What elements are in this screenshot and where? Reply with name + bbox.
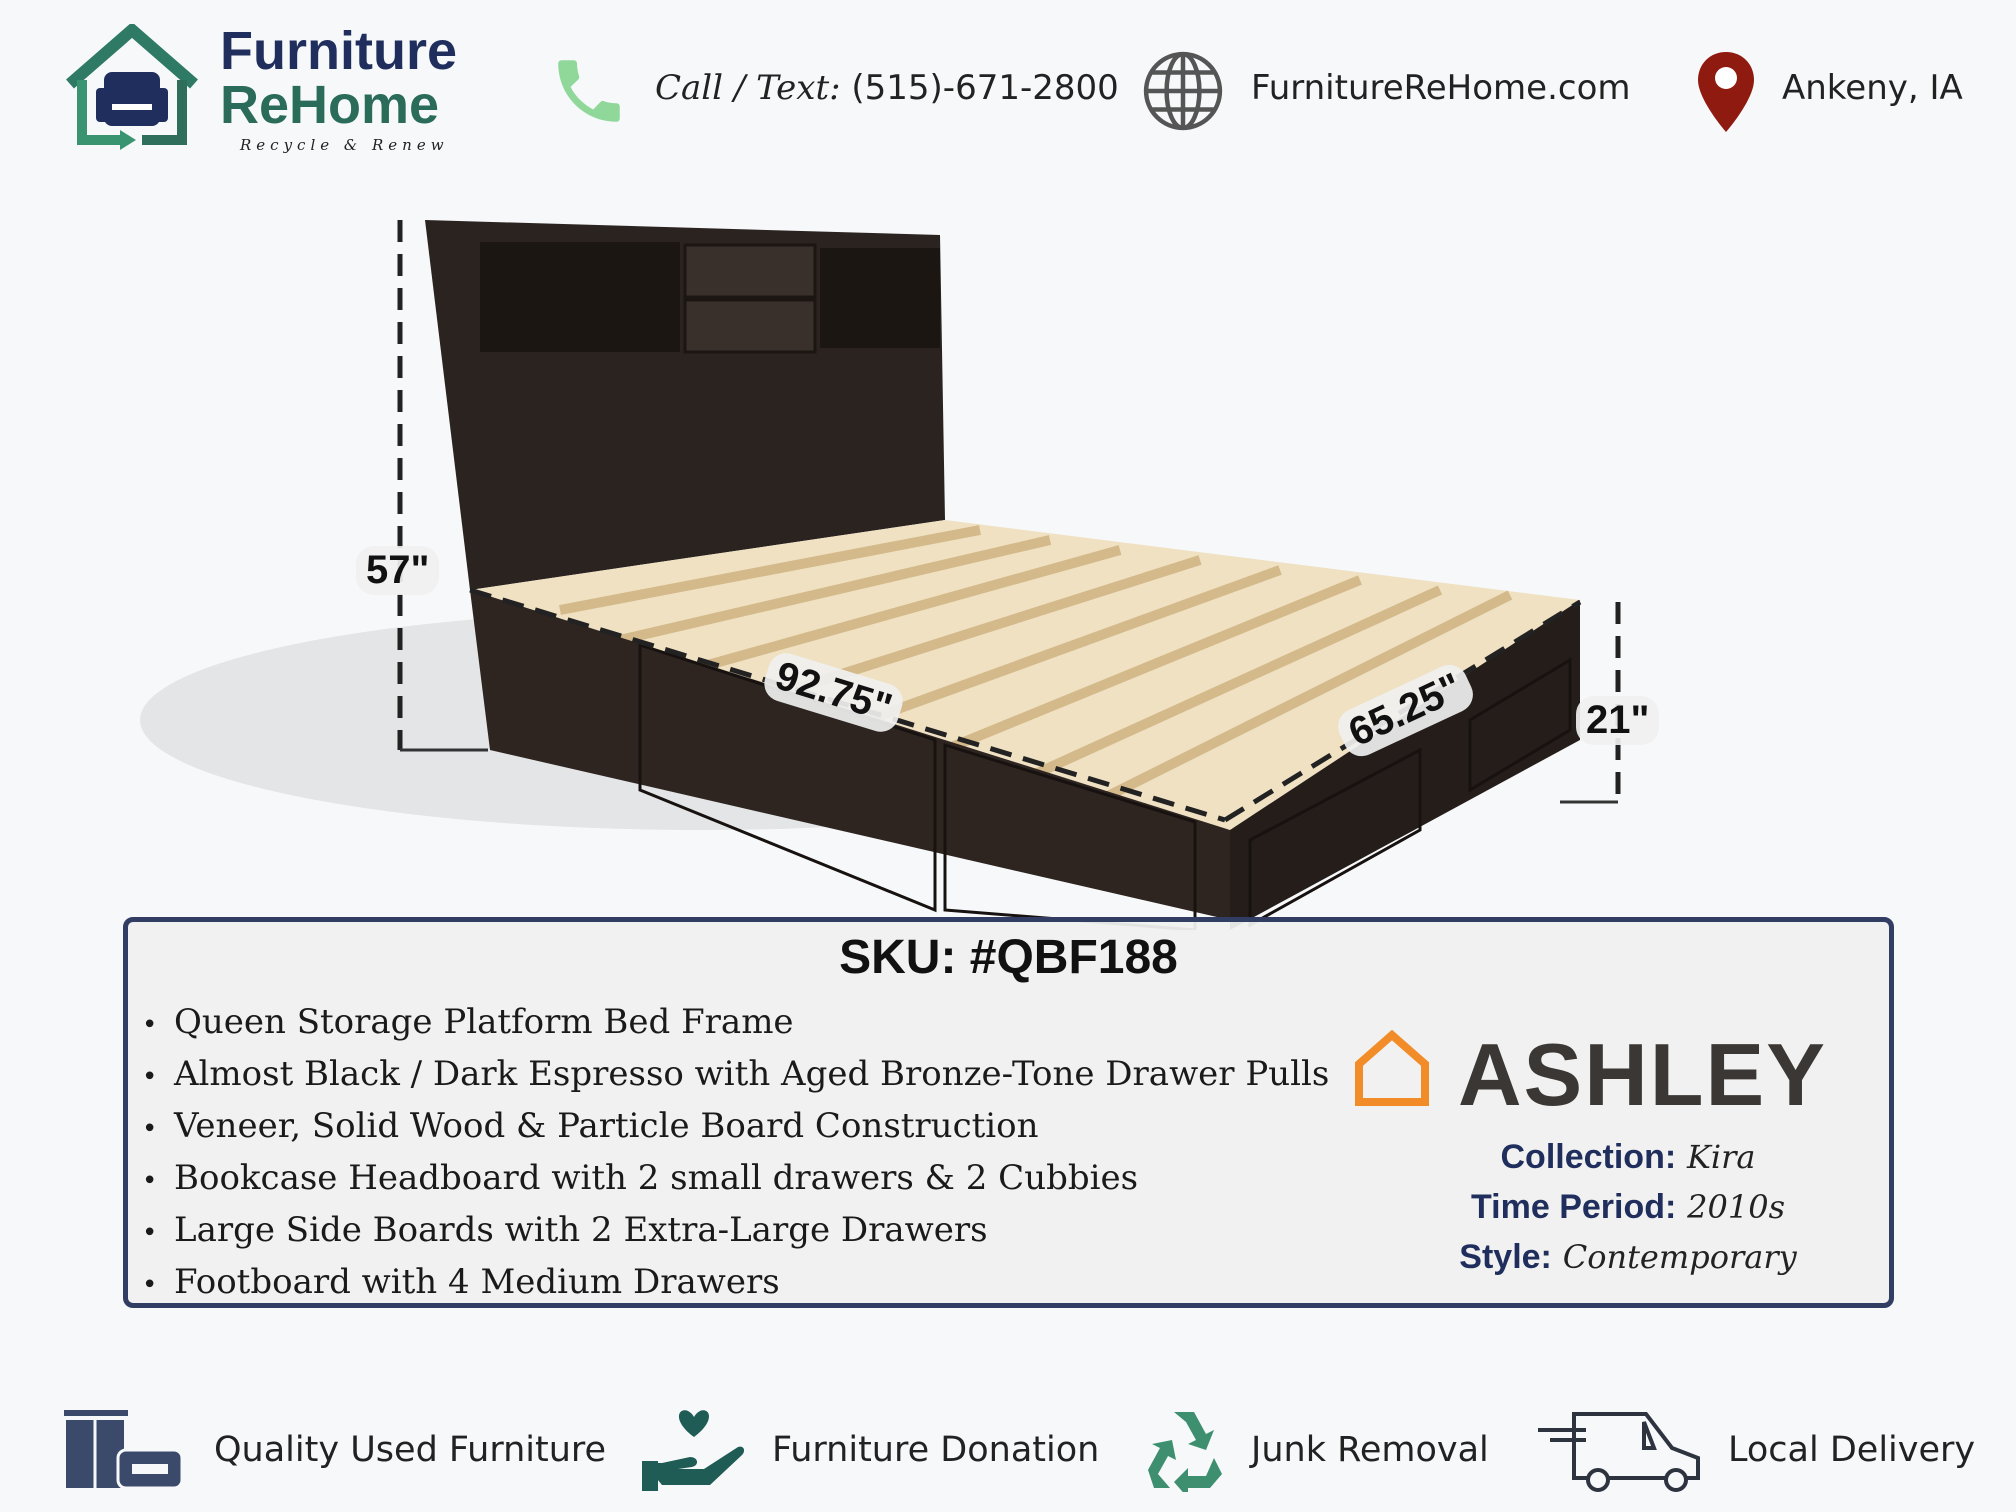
detail-collection: Collection: Kira bbox=[1418, 1132, 1838, 1182]
logo-tagline: Recycle & Renew bbox=[240, 136, 449, 154]
logo-line-1: Furniture bbox=[220, 21, 457, 81]
detail-value: 2010s bbox=[1687, 1188, 1785, 1226]
website-link[interactable]: FurnitureReHome.com bbox=[1251, 68, 1631, 108]
phone-label: Call / Text: bbox=[655, 68, 841, 108]
house-logo-icon bbox=[66, 24, 198, 150]
feature-list: Queen Storage Platform Bed Frame Almost … bbox=[142, 996, 1329, 1308]
slats bbox=[470, 520, 1580, 830]
globe-icon bbox=[1143, 51, 1223, 131]
ashley-brand-logo: ASHLEY bbox=[1354, 1025, 1894, 1124]
service-label: Quality Used Furniture bbox=[214, 1430, 607, 1470]
phone-number: (515)-671-2800 bbox=[851, 68, 1119, 108]
detail-style: Style: Contemporary bbox=[1418, 1232, 1838, 1282]
footboard bbox=[1230, 600, 1580, 930]
phone-icon bbox=[558, 60, 620, 122]
detail-time-period: Time Period: 2010s bbox=[1418, 1182, 1838, 1232]
feature-item: Footboard with 4 Medium Drawers bbox=[142, 1256, 1329, 1308]
location-text: Ankeny, IA bbox=[1782, 68, 1963, 108]
detail-label: Collection: bbox=[1500, 1138, 1677, 1176]
feature-item: Veneer, Solid Wood & Particle Board Cons… bbox=[142, 1100, 1329, 1152]
service-furniture-donation: Furniture Donation bbox=[642, 1400, 1099, 1500]
furniture-icon bbox=[64, 1410, 184, 1490]
dimension-side-height: 21" bbox=[1576, 696, 1660, 745]
feature-item: Large Side Boards with 2 Extra-Large Dra… bbox=[142, 1204, 1329, 1256]
feature-item: Almost Black / Dark Espresso with Aged B… bbox=[142, 1048, 1329, 1100]
ashley-house-icon bbox=[1355, 1030, 1429, 1106]
service-junk-removal: Junk Removal bbox=[1144, 1400, 1489, 1500]
service-local-delivery: Local Delivery bbox=[1536, 1400, 1975, 1500]
feature-item: Bookcase Headboard with 2 small drawers … bbox=[142, 1152, 1329, 1204]
product-info-panel: SKU: #QBF188 Queen Storage Platform Bed … bbox=[123, 917, 1894, 1308]
service-label: Junk Removal bbox=[1251, 1430, 1489, 1470]
brand-name: ASHLEY bbox=[1458, 1025, 1827, 1124]
map-pin-icon bbox=[1698, 52, 1754, 132]
service-label: Furniture Donation bbox=[772, 1430, 1100, 1470]
detail-label: Time Period: bbox=[1471, 1188, 1677, 1226]
dimension-height: 57" bbox=[356, 546, 440, 595]
service-quality-used-furniture: Quality Used Furniture bbox=[62, 1400, 606, 1500]
detail-label: Style: bbox=[1459, 1238, 1552, 1276]
phone-contact[interactable]: Call / Text: (515)-671-2800 bbox=[655, 68, 1119, 108]
detail-value: Contemporary bbox=[1562, 1238, 1797, 1276]
feature-item: Queen Storage Platform Bed Frame bbox=[142, 996, 1329, 1048]
delivery-truck-icon bbox=[1538, 1412, 1700, 1492]
bed-product-image bbox=[140, 220, 1621, 930]
furniture-rehome-logo[interactable]: Furniture ReHome Recycle & Renew bbox=[62, 24, 482, 159]
service-label: Local Delivery bbox=[1728, 1430, 1976, 1470]
side-rail bbox=[470, 590, 1230, 920]
product-details: Collection: Kira Time Period: 2010s Styl… bbox=[1418, 1132, 1838, 1282]
detail-value: Kira bbox=[1686, 1138, 1756, 1176]
donation-hand-icon bbox=[642, 1410, 745, 1491]
logo-line-2: ReHome bbox=[220, 75, 440, 135]
sku-heading: SKU: #QBF188 bbox=[839, 931, 1178, 984]
recycle-icon bbox=[1148, 1412, 1222, 1492]
